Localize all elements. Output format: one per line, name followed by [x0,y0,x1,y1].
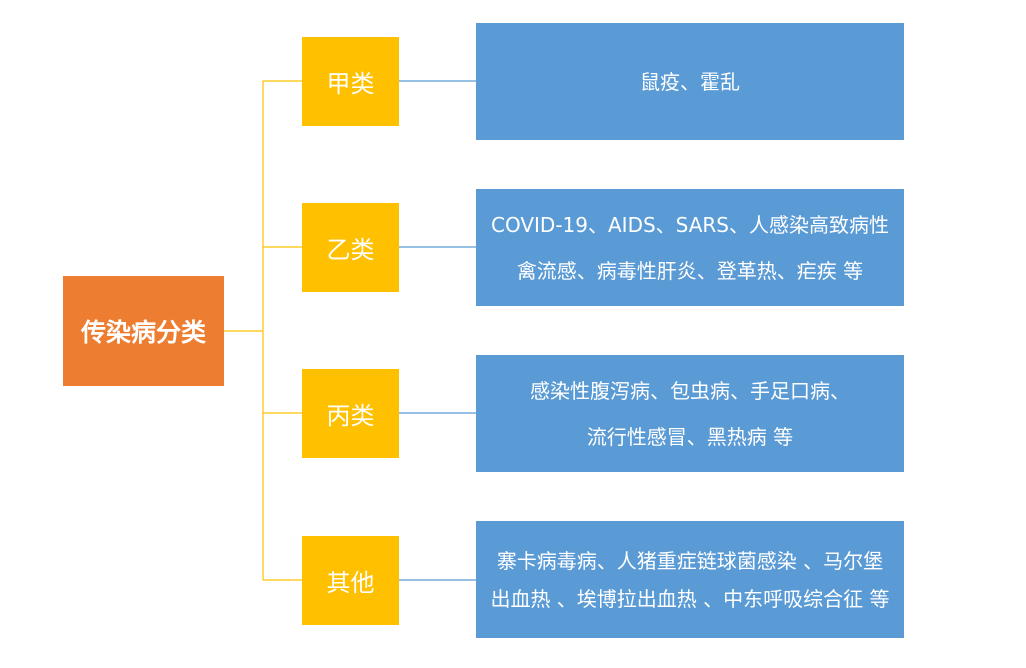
root-node: 传染病分类 [63,276,224,386]
detail-node-yi: COVID-19、AIDS、SARS、人感染高致病性 禽流感、病毒性肝炎、登革热… [476,189,904,306]
category-node-bing: 丙类 [302,369,399,458]
category-label: 丙类 [326,402,375,430]
detail-text-line: 流行性感冒、黑热病 等 [586,424,794,449]
detail-text-line: 寨卡病毒病、人猪重症链球菌感染 、马尔堡 [496,548,884,573]
detail-node-jia: 鼠疫、霍乱 [476,23,904,140]
category-label: 其他 [326,569,375,597]
detail-text-line: COVID-19、AIDS、SARS、人感染高致病性 [490,212,890,237]
detail-text-line: 鼠疫、霍乱 [640,69,740,94]
detail-text-line: 感染性腹泻病、包虫病、手足口病、 [530,378,850,403]
root-label: 传染病分类 [80,318,206,347]
category-node-jia: 甲类 [302,37,399,126]
detail-text-line: 禽流感、病毒性肝炎、登革热、疟疾 等 [516,258,864,283]
detail-node-other: 寨卡病毒病、人猪重症链球菌感染 、马尔堡 出血热 、埃博拉出血热 、中东呼吸综合… [476,521,904,638]
category-label: 甲类 [326,70,375,98]
category-node-yi: 乙类 [302,203,399,292]
category-label: 乙类 [326,236,375,264]
category-node-other: 其他 [302,536,399,625]
detail-node-bing: 感染性腹泻病、包虫病、手足口病、 流行性感冒、黑热病 等 [476,355,904,472]
detail-text-line: 出血热 、埃博拉出血热 、中东呼吸综合征 等 [490,586,890,611]
